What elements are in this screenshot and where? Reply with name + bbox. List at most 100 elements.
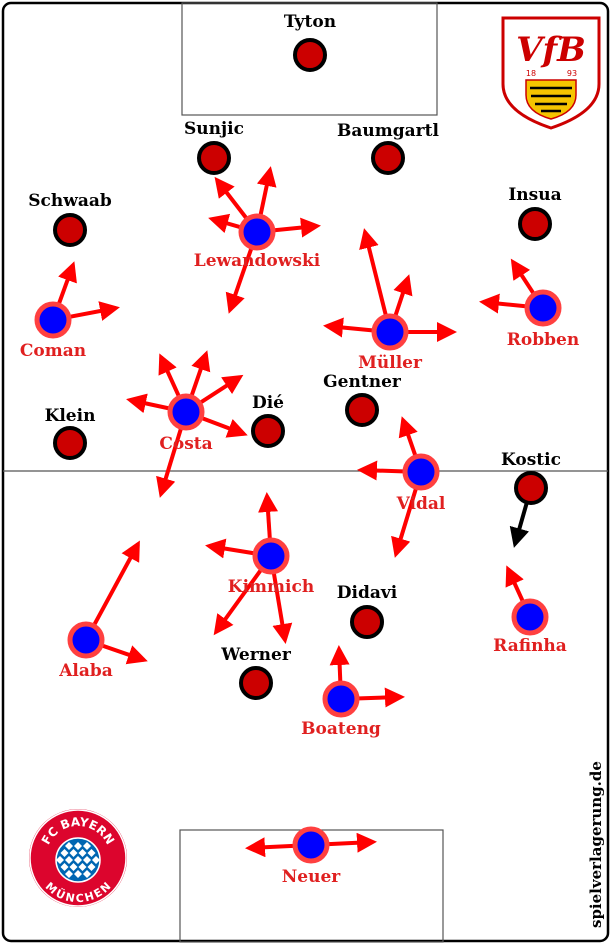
bayern-diamond (60, 863, 69, 871)
arrow-vidal-21 (391, 485, 419, 558)
player-label-baumgartl: Baumgartl (337, 121, 439, 141)
player-token-baumgartl (371, 141, 405, 175)
arrow-kimmich-24 (213, 566, 264, 636)
player-token-kimmich (252, 537, 290, 575)
player-token-tyton (293, 38, 327, 72)
arrow-costa-17 (199, 415, 248, 438)
arrow-rafinha-26 (505, 565, 526, 605)
player-robben: Robben (507, 289, 579, 350)
bayern-diamond (78, 863, 87, 871)
bayern-diamond (69, 863, 78, 871)
player-label-tyton: Tyton (284, 12, 336, 32)
movement-arrows (56, 166, 537, 858)
arrow-lewandowski-4 (225, 245, 254, 314)
arrow-muller-8 (392, 274, 413, 319)
player-token-costa (167, 393, 205, 431)
player-schwaab: Schwaab (28, 191, 112, 247)
arrow-costa-16 (197, 374, 244, 406)
bayern-diamond (83, 842, 91, 850)
arrow-costa-14 (158, 353, 182, 400)
player-neuer: Neuer (282, 826, 341, 887)
player-token-alaba (67, 621, 105, 659)
player-vidal: Vidal (396, 453, 446, 514)
player-token-didavi (350, 605, 384, 639)
player-gentner: Gentner (323, 372, 402, 427)
player-didavi: Didavi (337, 583, 398, 639)
arrow-lewandowski-3 (271, 217, 321, 238)
player-token-robben (524, 289, 562, 327)
player-insua: Insua (508, 185, 562, 241)
arrow-vidal-20 (357, 460, 407, 481)
player-muller: Müller (358, 313, 423, 373)
player-token-die (251, 414, 285, 448)
player-token-boateng (322, 680, 360, 718)
bayern-diamond (87, 863, 96, 871)
player-label-robben: Robben (507, 330, 579, 350)
bayern-diamond (60, 849, 69, 857)
arrow-kostic-33 (509, 501, 530, 548)
player-label-schwaab: Schwaab (28, 191, 112, 211)
player-klein: Klein (45, 406, 96, 460)
bayern-diamond (74, 842, 82, 850)
arrow-boateng-30 (355, 687, 405, 708)
player-label-boateng: Boateng (301, 719, 381, 739)
player-label-vidal: Vidal (396, 494, 446, 514)
arrow-robben-12 (479, 293, 529, 314)
arrow-vidal-19 (398, 416, 418, 459)
crest-year-left: 18 (526, 69, 536, 78)
bayern-diamond (78, 849, 87, 857)
watermark-text: spielverlagerung.de (587, 761, 605, 928)
vfb-stuttgart-crest: VfB 18 93 (501, 16, 601, 130)
player-label-rafinha: Rafinha (493, 636, 567, 656)
arrow-boateng-29 (329, 645, 350, 685)
player-label-muller: Müller (358, 353, 423, 373)
crest-vfb-text: VfB (516, 30, 586, 70)
bayern-diamond (74, 856, 82, 864)
player-label-die: Dié (252, 393, 284, 413)
bayern-diamond (74, 870, 82, 878)
player-tyton: Tyton (284, 12, 336, 72)
bayern-diamond (83, 856, 91, 864)
player-token-klein (53, 426, 87, 460)
arrow-lewandowski-0 (208, 213, 244, 234)
bayern-diamond (65, 856, 73, 864)
player-token-gentner (345, 393, 379, 427)
top-penalty-box (181, 2, 438, 116)
bayern-diamond (83, 870, 91, 878)
player-token-coman (34, 301, 72, 339)
player-kostic: Kostic (501, 450, 561, 505)
player-label-costa: Costa (159, 434, 212, 454)
player-label-kimmich: Kimmich (228, 577, 314, 597)
player-label-alaba: Alaba (58, 661, 113, 681)
arrow-neuer-32 (325, 832, 377, 853)
arrow-alaba-27 (91, 540, 140, 628)
player-label-insua: Insua (508, 185, 561, 205)
player-token-neuer (292, 826, 330, 864)
arrow-alaba-28 (99, 642, 148, 665)
arrow-muller-7 (359, 228, 389, 318)
player-label-klein: Klein (45, 406, 96, 426)
player-sunjic: Sunjic (184, 119, 244, 175)
player-token-vidal (402, 453, 440, 491)
player-token-schwaab (53, 213, 87, 247)
player-coman: Coman (20, 301, 86, 361)
arrow-lewandowski-1 (214, 176, 250, 222)
player-rafinha: Rafinha (493, 598, 567, 656)
player-label-coman: Coman (20, 341, 86, 361)
fc-bayern-crest: FC BAYERN MÜNCHEN (27, 807, 129, 909)
player-kimmich: Kimmich (228, 537, 314, 597)
player-label-lewandowski: Lewandowski (194, 251, 321, 271)
arrow-kimmich-25 (271, 570, 293, 644)
player-baumgartl: Baumgartl (337, 121, 439, 175)
arrow-costa-18 (156, 425, 184, 498)
arrow-costa-13 (126, 393, 172, 414)
arrow-muller-9 (323, 317, 376, 338)
player-label-werner: Werner (220, 645, 292, 665)
player-die: Dié (251, 393, 285, 448)
bayern-diamond (65, 842, 73, 850)
bayern-diamond (69, 849, 78, 857)
player-alaba: Alaba (58, 621, 113, 681)
bayern-diamond-pattern (56, 842, 100, 878)
